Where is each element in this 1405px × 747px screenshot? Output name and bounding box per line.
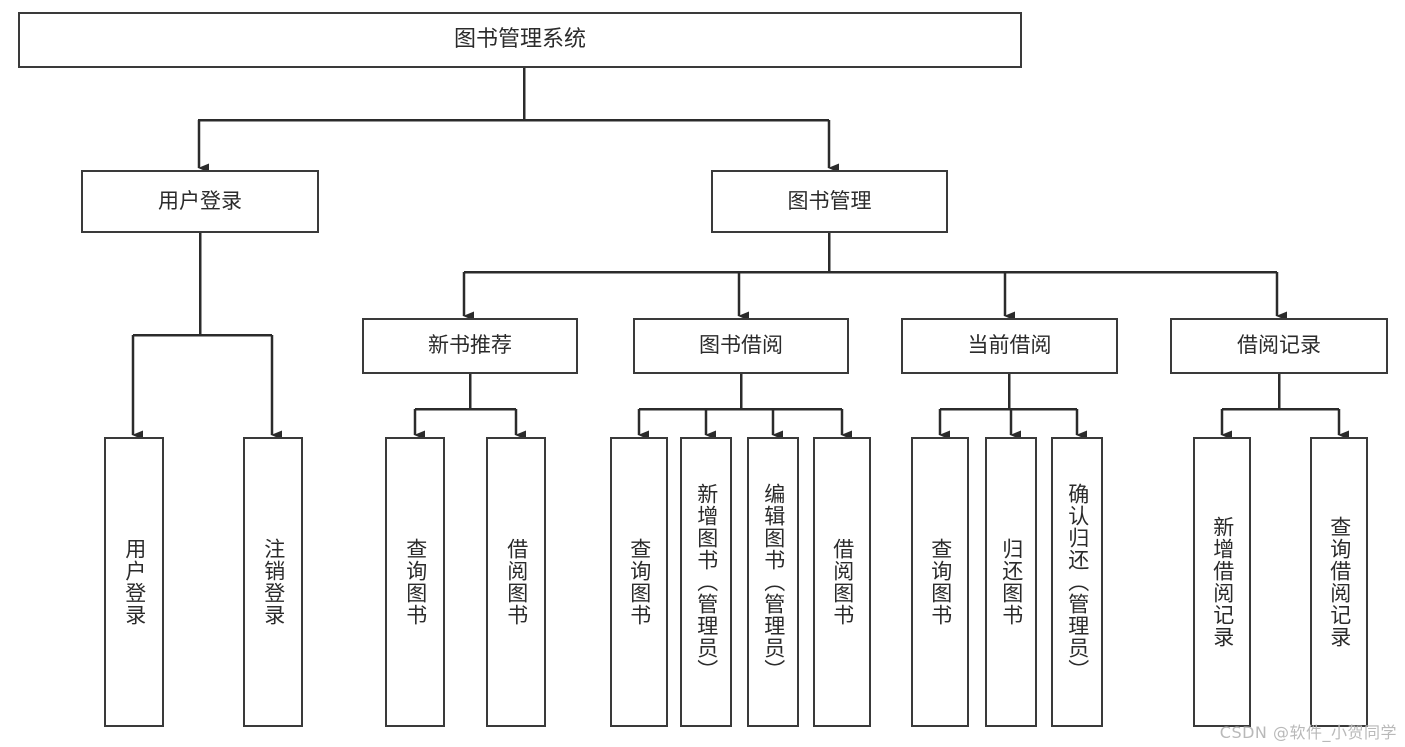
- node-leaf-borrow-book[interactable]: 借阅图书: [813, 437, 871, 727]
- node-label-leaf-return-book: 归还图书: [999, 538, 1024, 626]
- node-new-book-recommend[interactable]: 新书推荐: [362, 318, 578, 374]
- node-label-leaf-user-login: 用户登录: [122, 538, 147, 626]
- node-leaf-query-record[interactable]: 查询借阅记录: [1310, 437, 1368, 727]
- node-label-leaf-query-book-borrow: 查询图书: [627, 538, 652, 626]
- node-label-leaf-add-record: 新增借阅记录: [1210, 516, 1235, 648]
- node-leaf-query-book-cur[interactable]: 查询图书: [911, 437, 969, 727]
- node-leaf-query-book-borrow[interactable]: 查询图书: [610, 437, 668, 727]
- node-leaf-return-book[interactable]: 归还图书: [985, 437, 1037, 727]
- node-current-borrow[interactable]: 当前借阅: [901, 318, 1118, 374]
- node-leaf-add-book[interactable]: 新增图书（管理员）: [680, 437, 732, 727]
- connector-layer: [131, 68, 1349, 440]
- node-leaf-borrow-book-rec[interactable]: 借阅图书: [486, 437, 546, 727]
- node-leaf-add-record[interactable]: 新增借阅记录: [1193, 437, 1251, 727]
- node-leaf-logout[interactable]: 注销登录: [243, 437, 303, 727]
- node-leaf-user-login[interactable]: 用户登录: [104, 437, 164, 727]
- node-label-book-manage: 图书管理: [787, 188, 872, 213]
- node-root-book-management-system[interactable]: 图书管理系统: [18, 12, 1022, 68]
- node-label-new-book-recommend: 新书推荐: [428, 333, 512, 358]
- node-label-leaf-query-book-cur: 查询图书: [928, 538, 953, 626]
- node-label-borrow-record: 借阅记录: [1237, 333, 1321, 358]
- node-label-leaf-borrow-book: 借阅图书: [830, 538, 855, 626]
- node-label-book-borrow: 图书借阅: [699, 333, 783, 358]
- node-label-current-borrow: 当前借阅: [967, 333, 1052, 358]
- node-label-leaf-borrow-book-rec: 借阅图书: [504, 538, 529, 626]
- node-label-leaf-edit-book: 编辑图书（管理员）: [761, 483, 786, 681]
- node-label-root: 图书管理系统: [453, 26, 586, 52]
- node-book-borrow[interactable]: 图书借阅: [633, 318, 849, 374]
- node-leaf-query-book-rec[interactable]: 查询图书: [385, 437, 445, 727]
- node-label-user-login: 用户登录: [158, 188, 242, 213]
- node-leaf-edit-book[interactable]: 编辑图书（管理员）: [747, 437, 799, 727]
- node-book-manage[interactable]: 图书管理: [711, 170, 948, 233]
- node-leaf-confirm-return[interactable]: 确认归还（管理员）: [1051, 437, 1103, 727]
- node-label-leaf-query-book-rec: 查询图书: [403, 538, 428, 626]
- node-label-leaf-logout: 注销登录: [261, 538, 286, 626]
- node-user-login[interactable]: 用户登录: [81, 170, 319, 233]
- node-label-leaf-query-record: 查询借阅记录: [1327, 516, 1352, 648]
- node-label-leaf-confirm-return: 确认归还（管理员）: [1065, 483, 1090, 681]
- node-label-leaf-add-book: 新增图书（管理员）: [694, 483, 719, 681]
- node-borrow-record[interactable]: 借阅记录: [1170, 318, 1388, 374]
